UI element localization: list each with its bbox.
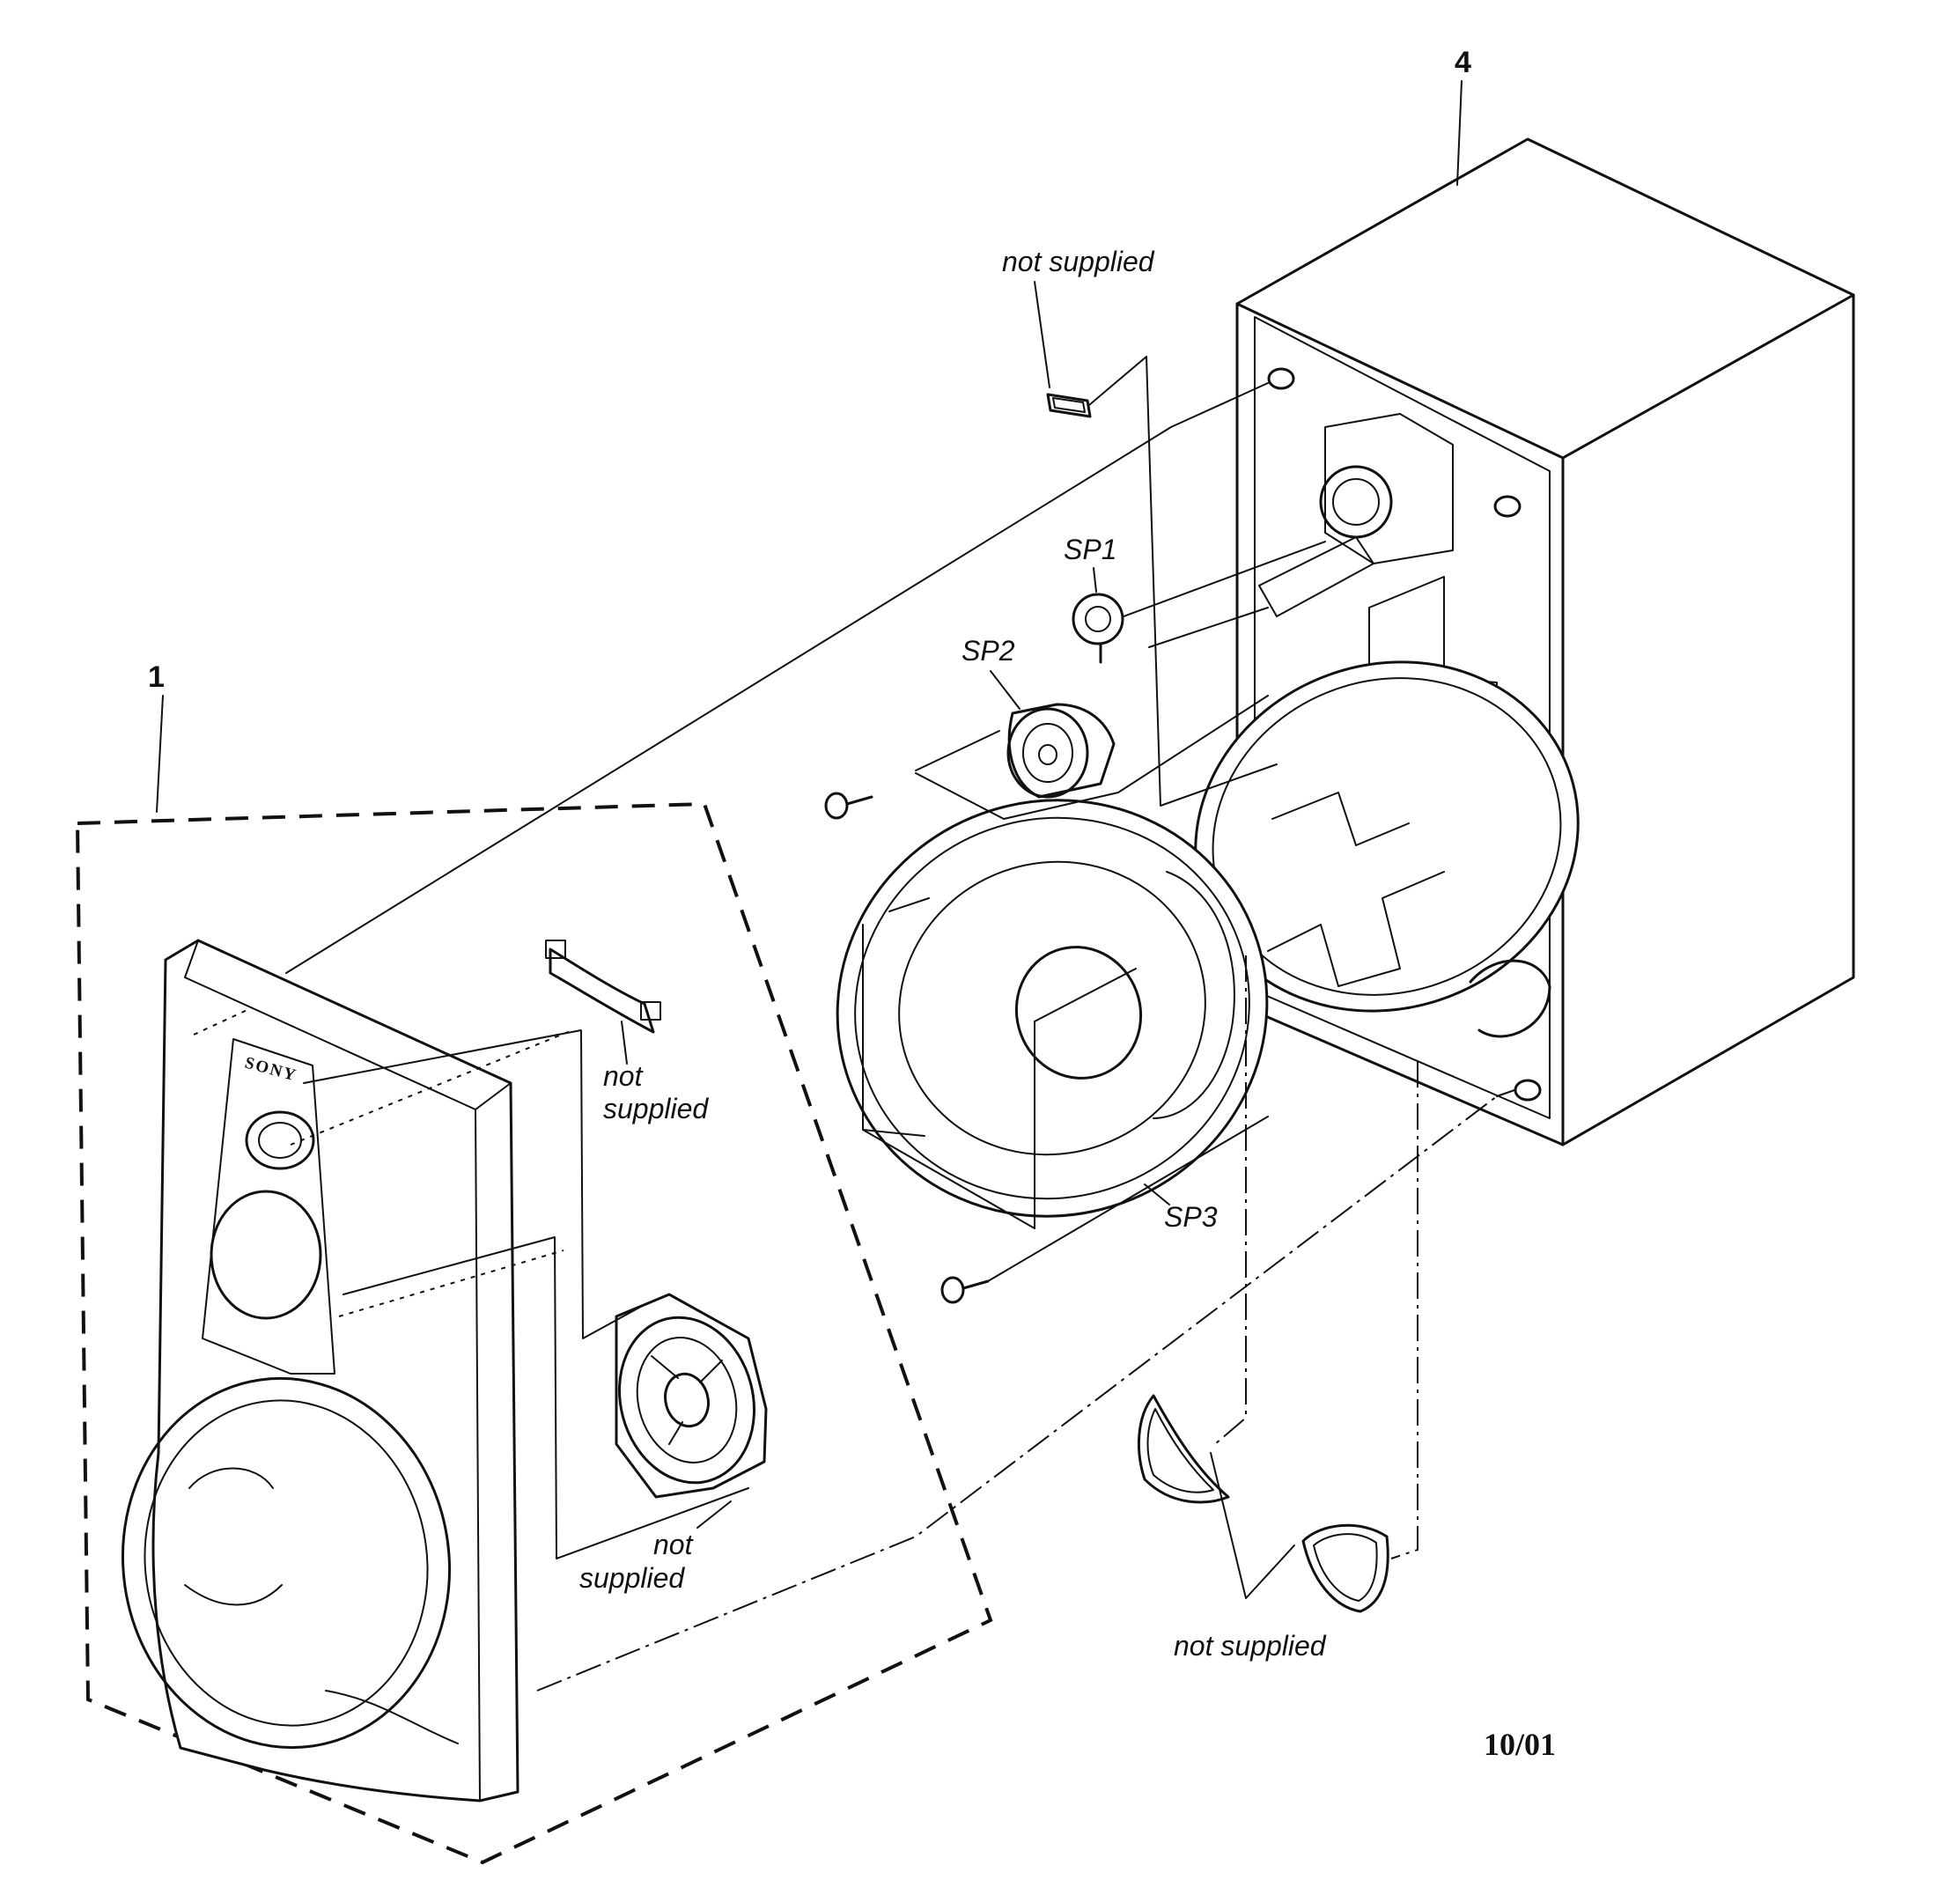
midrange-sp2: SP2	[824, 635, 1116, 820]
not-supplied-bracket-label-2: supplied	[603, 1093, 709, 1124]
front-grille-ref-label: 1	[148, 660, 165, 694]
not-supplied-frame-label-1: not	[653, 1529, 694, 1560]
not-supplied-ports-label: not supplied	[1174, 1630, 1327, 1662]
speaker-cabinet: 4	[1194, 46, 1855, 1146]
sp3-label: SP3	[1164, 1201, 1218, 1233]
sp2-label: SP2	[962, 635, 1015, 667]
explosion-lines	[193, 281, 1515, 1692]
diagram-labels: 1 not supplied not supplied not supplied…	[148, 246, 1556, 1762]
not-supplied-frame-label-2: supplied	[579, 1562, 685, 1594]
not-supplied-bracket-label-1: not	[603, 1060, 644, 1092]
cabinet-ref-label: 4	[1455, 46, 1471, 79]
date-code: 10/01	[1484, 1727, 1556, 1762]
midrange-mount-frame	[615, 1293, 768, 1499]
front-grille-assembly: SONY	[75, 801, 993, 1865]
tweeter-sp1: SP1	[1064, 534, 1124, 664]
sp1-label: SP1	[1064, 534, 1116, 565]
not-supplied-top-label: not supplied	[1002, 246, 1155, 277]
port-trims	[1138, 1394, 1389, 1613]
grille-bracket-upper	[545, 940, 661, 1034]
clip-top	[1046, 393, 1092, 418]
